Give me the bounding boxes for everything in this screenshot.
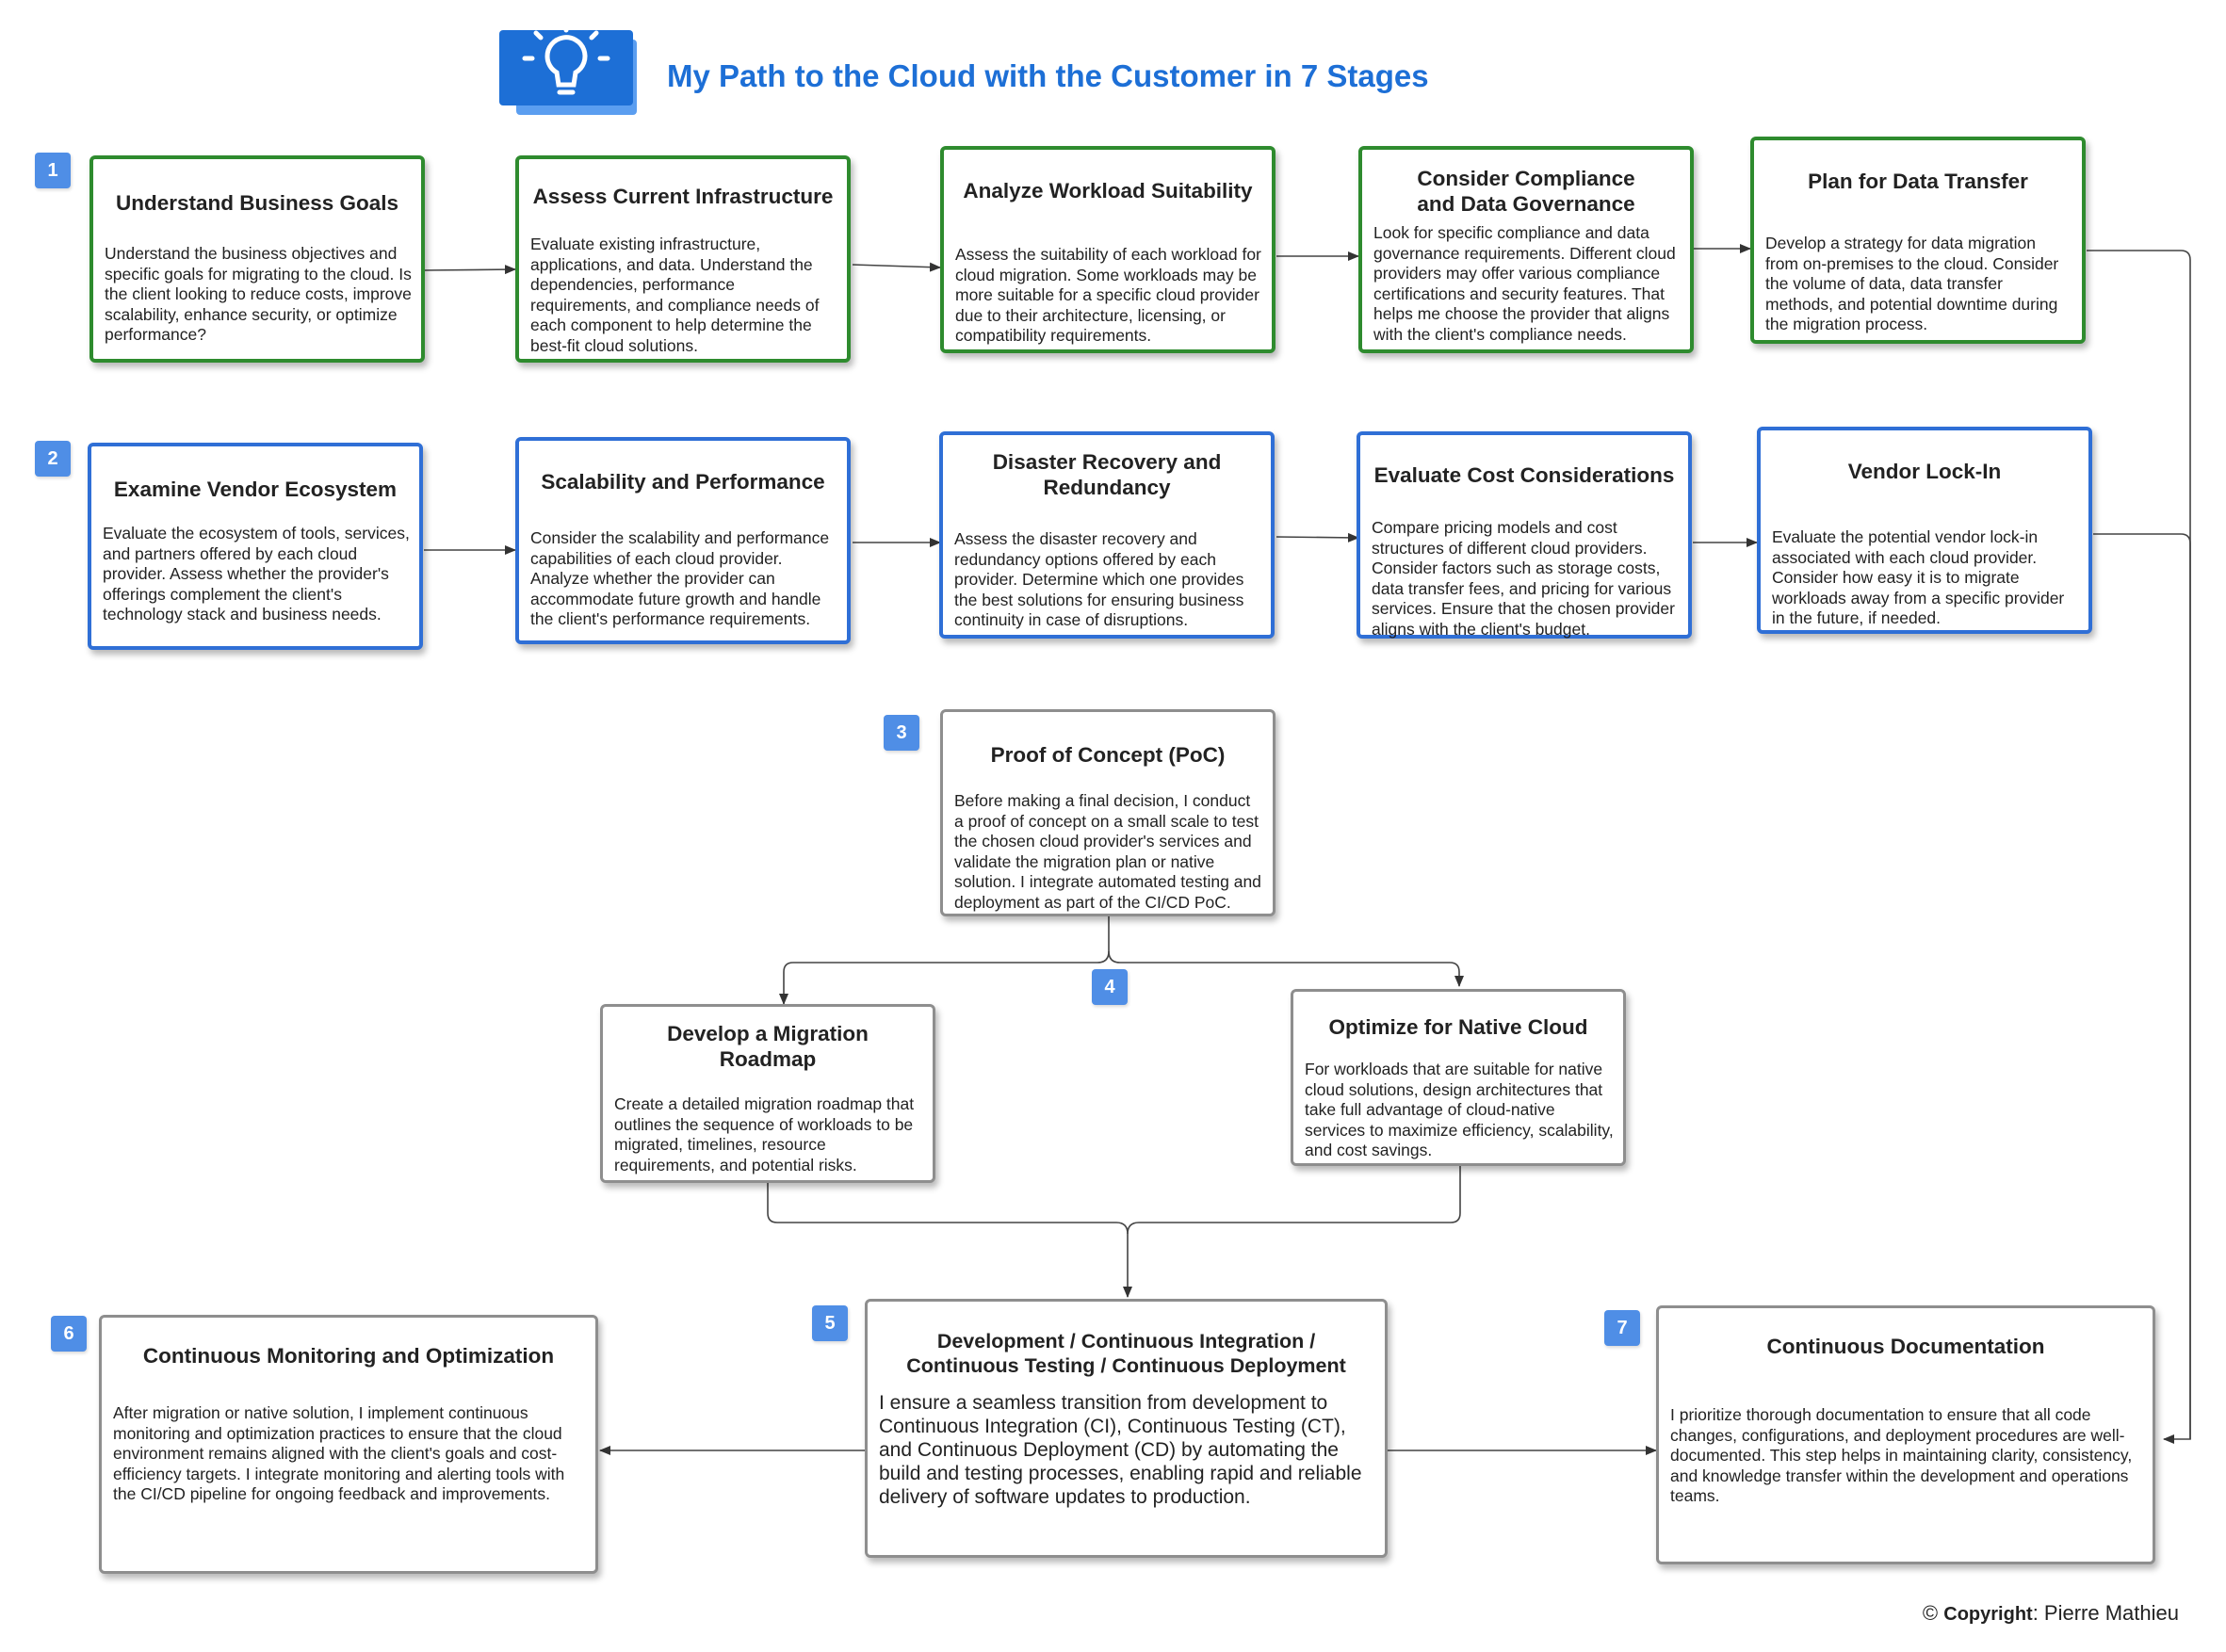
card-title: Continuous Documentation xyxy=(1766,1335,2045,1358)
card-text: Assess the suitability of each workload … xyxy=(955,245,1261,345)
card-title: Disaster Recovery and Redundancy xyxy=(992,450,1222,499)
card-optimize-native-cloud: Optimize for Native Cloud For workloads … xyxy=(1291,989,1626,1166)
card-scalability-performance: Scalability and Performance Consider the… xyxy=(515,437,851,644)
card-title: Assess Current Infrastructure xyxy=(532,185,834,208)
card-title: Examine Vendor Ecosystem xyxy=(113,478,398,501)
card-analyze-workload-suitability: Analyze Workload Suitability Assess the … xyxy=(940,146,1275,353)
card-title: Scalability and Performance xyxy=(541,470,825,494)
stage-badge-5: 5 xyxy=(812,1305,848,1341)
stage-badge-7: 7 xyxy=(1604,1310,1640,1346)
card-ci-cd: Development / Continuous Integration / C… xyxy=(865,1299,1388,1558)
card-text: Develop a strategy for data migration fr… xyxy=(1765,234,2059,333)
card-title: Development / Continuous Integration / C… xyxy=(906,1330,1346,1377)
card-title: Plan for Data Transfer xyxy=(1808,170,2028,193)
card-text: Before making a final decision, I conduc… xyxy=(954,791,1261,912)
arrow-1-2 xyxy=(423,265,516,275)
stage-badge-1: 1 xyxy=(35,153,71,188)
copyright-symbol: © xyxy=(1922,1601,1939,1625)
card-plan-data-transfer: Plan for Data Transfer Develop a strateg… xyxy=(1750,137,2086,344)
card-evaluate-cost: Evaluate Cost Considerations Compare pri… xyxy=(1357,431,1692,639)
line-merge-left xyxy=(767,1182,1129,1235)
copyright-label: Copyright xyxy=(1943,1604,2033,1625)
card-text: I ensure a seamless transition from deve… xyxy=(879,1392,1362,1508)
stage-badge-2: 2 xyxy=(35,441,71,477)
line-poc-split-right xyxy=(1108,950,1464,987)
card-continuous-monitoring: Continuous Monitoring and Optimization A… xyxy=(99,1315,598,1574)
stage-badge-6: 6 xyxy=(51,1316,87,1352)
card-text: Consider the scalability and performance… xyxy=(530,528,830,628)
card-text: After migration or native solution, I im… xyxy=(113,1403,565,1503)
card-proof-of-concept: Proof of Concept (PoC) Before making a f… xyxy=(940,709,1275,916)
line-merge-right xyxy=(1123,1166,1461,1298)
page-title: My Path to the Cloud with the Customer i… xyxy=(667,58,1429,93)
card-title: Vendor Lock-In xyxy=(1847,460,2002,483)
card-disaster-recovery: Disaster Recovery and Redundancy Assess … xyxy=(939,431,1275,639)
line-row2-to-stage7 xyxy=(2093,533,2191,1444)
card-text: I prioritize thorough documentation to e… xyxy=(1670,1405,2133,1505)
stage-badge-4: 4 xyxy=(1092,969,1128,1005)
card-title: Consider Compliance and Data Governance xyxy=(1417,167,1635,216)
arrow-2-3 xyxy=(852,262,941,272)
card-consider-compliance: Consider Compliance and Data Governance … xyxy=(1358,146,1694,353)
card-text: Evaluate the ecosystem of tools, service… xyxy=(103,524,410,624)
card-text: For workloads that are suitable for nati… xyxy=(1305,1060,1614,1159)
card-title: Evaluate Cost Considerations xyxy=(1373,463,1675,487)
stage-badge-3: 3 xyxy=(884,715,919,751)
card-text: Compare pricing models and cost structur… xyxy=(1372,518,1675,639)
card-title: Proof of Concept (PoC) xyxy=(990,743,1226,767)
card-title: Optimize for Native Cloud xyxy=(1328,1015,1588,1039)
card-text: Evaluate existing infrastructure, applic… xyxy=(530,235,820,355)
arrow-r2-3-4 xyxy=(1275,532,1359,543)
card-title: Continuous Monitoring and Optimization xyxy=(142,1344,555,1368)
line-row1-to-stage7 xyxy=(2087,250,2191,1439)
card-text: Evaluate the potential vendor lock-in as… xyxy=(1772,527,2065,627)
card-title: Analyze Workload Suitability xyxy=(963,179,1253,202)
card-assess-current-infrastructure: Assess Current Infrastructure Evaluate e… xyxy=(515,155,851,363)
card-text: Understand the business objectives and s… xyxy=(105,244,412,344)
card-text: Create a detailed migration roadmap that… xyxy=(614,1094,915,1174)
lightbulb-icon xyxy=(499,24,648,115)
copyright-owner: : Pierre Mathieu xyxy=(2032,1601,2179,1625)
card-text: Look for specific compliance and data go… xyxy=(1373,223,1676,344)
line-poc-split xyxy=(779,916,1110,1005)
card-vendor-lock-in: Vendor Lock-In Evaluate the potential ve… xyxy=(1757,427,2092,634)
copyright-notice: © Copyright: Pierre Mathieu xyxy=(1923,1601,2179,1626)
card-text: Assess the disaster recovery and redunda… xyxy=(954,529,1244,629)
card-examine-vendor-ecosystem: Examine Vendor Ecosystem Evaluate the ec… xyxy=(88,443,423,650)
card-title: Develop a Migration Roadmap xyxy=(667,1022,869,1071)
card-continuous-documentation: Continuous Documentation I prioritize th… xyxy=(1656,1305,2155,1564)
card-understand-business-goals: Understand Business Goals Understand the… xyxy=(89,155,425,363)
card-migration-roadmap: Develop a Migration Roadmap Create a det… xyxy=(600,1004,935,1183)
card-title: Understand Business Goals xyxy=(115,191,399,215)
